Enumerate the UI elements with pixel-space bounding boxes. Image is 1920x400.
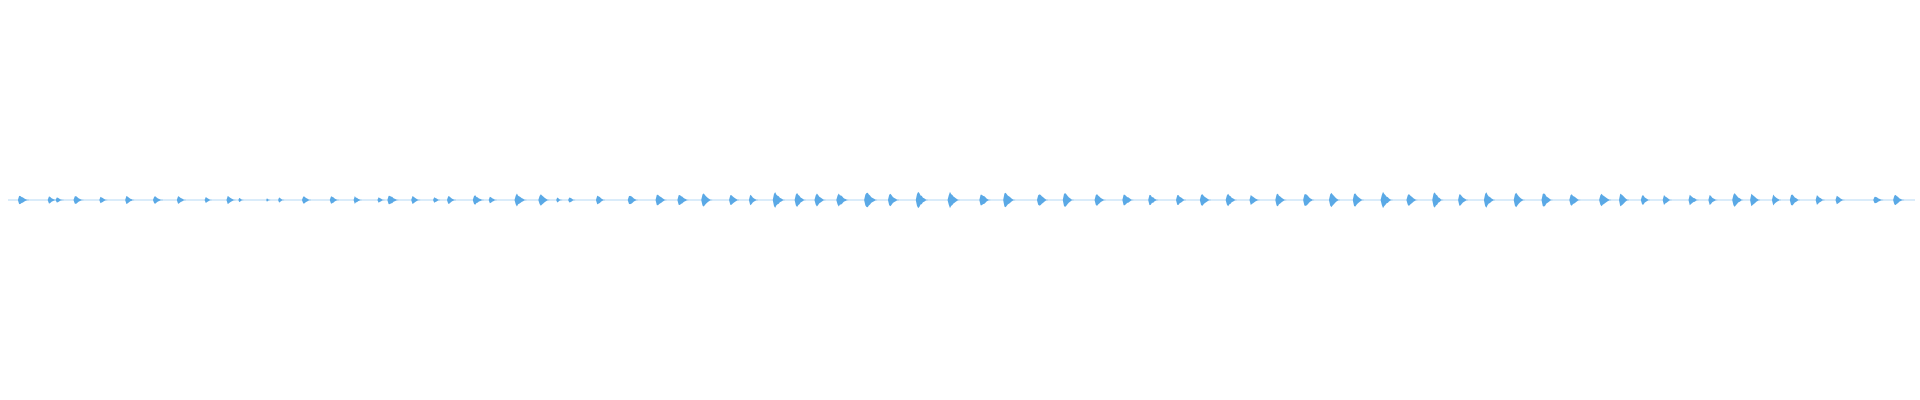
waveform-segment <box>1432 192 1444 208</box>
waveform-segment <box>387 195 399 205</box>
waveform-segment <box>73 196 84 204</box>
waveform-segment <box>447 196 456 204</box>
waveform-segment <box>864 192 878 208</box>
waveform-segment <box>125 195 135 205</box>
waveform-segment <box>17 195 29 205</box>
waveform-segment <box>1225 193 1237 207</box>
waveform-segment <box>1122 194 1134 206</box>
waveform-segment <box>1750 193 1761 207</box>
waveform-segment <box>888 193 899 207</box>
waveform-segment <box>568 197 576 203</box>
waveform-segment <box>1094 194 1106 206</box>
waveform-events <box>17 191 1905 209</box>
waveform-segment <box>238 197 244 203</box>
waveform-segment <box>1835 195 1845 205</box>
waveform-segment <box>772 192 785 208</box>
waveform-segment <box>1873 196 1884 204</box>
waveform-segment <box>1003 192 1016 208</box>
waveform-segment <box>1275 193 1287 207</box>
waveform-segment <box>1640 195 1650 205</box>
waveform-segment <box>1036 194 1048 206</box>
waveform-segment <box>915 191 928 209</box>
waveform-segment <box>514 193 527 207</box>
waveform-segment <box>329 196 339 204</box>
waveform-segment <box>266 198 271 202</box>
waveform-segment <box>814 193 826 207</box>
waveform-segment <box>1352 193 1364 207</box>
waveform-segment <box>1569 194 1581 206</box>
waveform-segment <box>1893 194 1905 206</box>
waveform-segment <box>1380 191 1393 209</box>
waveform-segment <box>1148 194 1159 206</box>
waveform-segment <box>1771 194 1781 206</box>
waveform-segment <box>302 196 311 204</box>
waveform-segment <box>1513 192 1525 208</box>
waveform-segment <box>538 194 550 206</box>
waveform-segment <box>1688 194 1699 206</box>
waveform-segment <box>1789 194 1800 206</box>
waveform-segment <box>1303 194 1315 206</box>
waveform-segment <box>488 196 497 204</box>
waveform-segment <box>377 197 385 203</box>
waveform-segment <box>1199 194 1211 206</box>
waveform-segment <box>794 192 806 208</box>
waveform-segment <box>1406 193 1418 207</box>
waveform-segment <box>1541 193 1553 207</box>
waveform-segment <box>627 195 638 205</box>
waveform-segment <box>1662 194 1672 206</box>
waveform-segment <box>472 195 484 205</box>
waveform-segment <box>729 195 740 205</box>
waveform-segment <box>1619 193 1629 207</box>
waveform-segment <box>947 191 960 209</box>
waveform-segment <box>353 196 362 204</box>
waveform-segment <box>204 197 212 203</box>
waveform-segment <box>595 195 605 205</box>
waveform-segment <box>433 197 441 203</box>
waveform-segment <box>153 196 163 204</box>
waveform-segment <box>1483 192 1495 208</box>
waveform-segment <box>1732 193 1744 207</box>
waveform-segment <box>1176 195 1186 205</box>
waveform-segment <box>1249 194 1260 206</box>
waveform-segment <box>278 197 285 203</box>
waveform-segment <box>1458 194 1469 206</box>
waveform-segment <box>411 196 421 204</box>
waveform-segment <box>99 196 108 204</box>
waveform-segment <box>677 194 689 206</box>
waveform-segment <box>1062 193 1074 207</box>
waveform-segment <box>701 193 713 207</box>
waveform-segment <box>1708 195 1718 205</box>
waveform-segment <box>556 197 563 203</box>
waveform-segment <box>836 193 849 207</box>
waveform-segment <box>979 194 991 206</box>
waveform-segment <box>655 194 667 206</box>
waveform-segment <box>1599 193 1612 207</box>
waveform-segment <box>1815 195 1825 205</box>
waveform-segment <box>47 196 57 204</box>
waveform-segment <box>176 196 186 204</box>
waveform-segment <box>748 194 758 206</box>
waveform-segment <box>1328 192 1340 208</box>
waveform-segment <box>226 195 236 205</box>
waveform-segment <box>55 197 64 203</box>
